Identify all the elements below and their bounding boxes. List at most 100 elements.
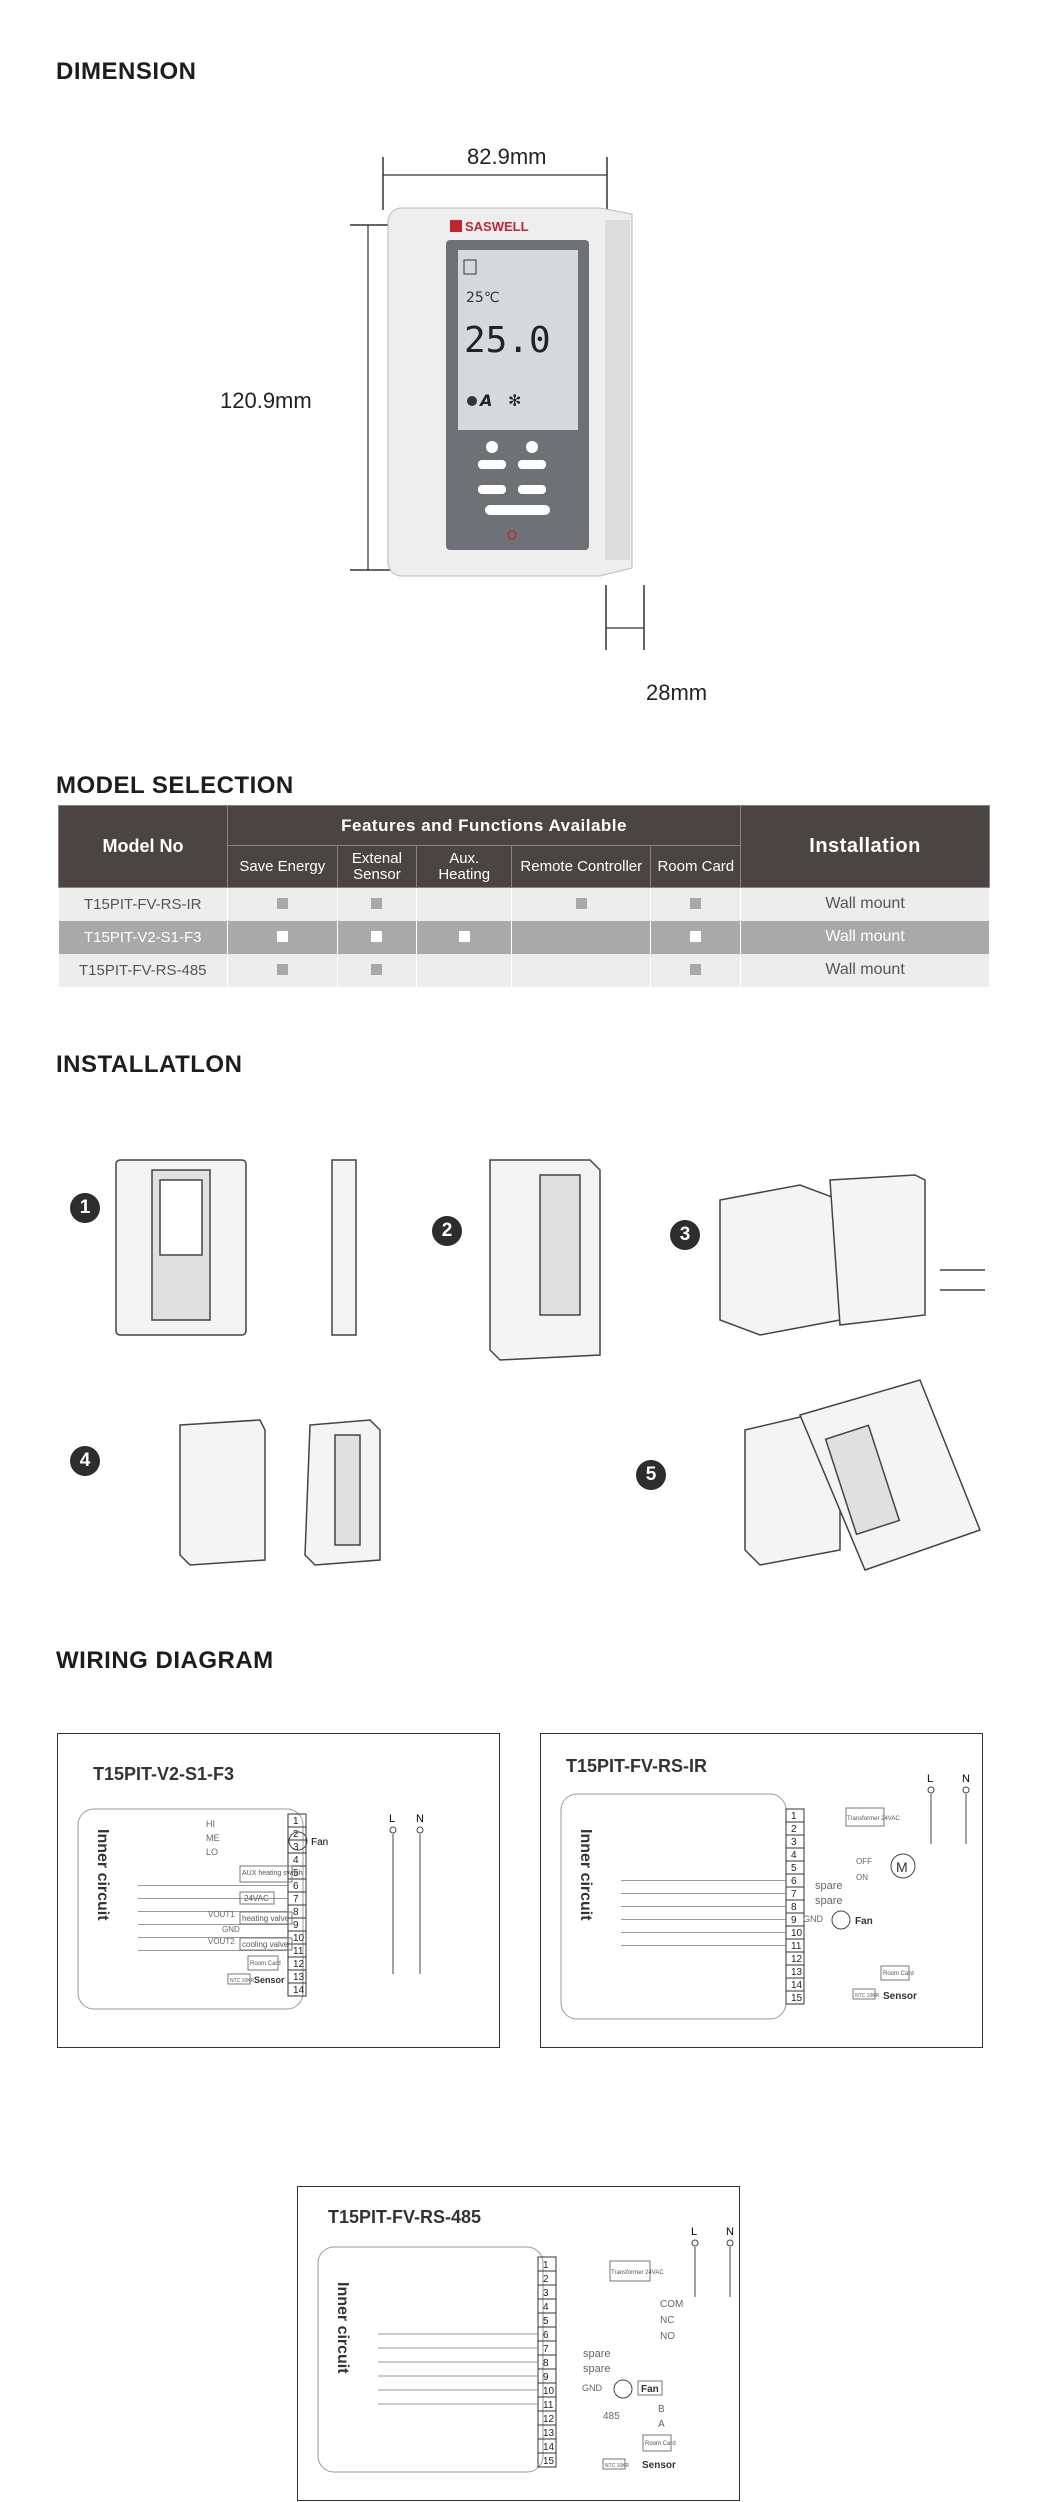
installation-illustrations bbox=[100, 1140, 1000, 1580]
terminal-number: 5 bbox=[543, 2316, 549, 2327]
terminal-number: 13 bbox=[543, 2428, 555, 2439]
svg-text:HI: HI bbox=[206, 1819, 215, 1829]
terminal-number: 6 bbox=[791, 1876, 797, 1887]
installation-cell: Wall mount bbox=[740, 953, 990, 987]
feature-cell bbox=[416, 953, 513, 987]
terminal-box bbox=[287, 1982, 307, 1997]
model-number-cell: T15PIT-V2-S1-F3 bbox=[58, 920, 228, 954]
svg-text:Room Card: Room Card bbox=[250, 1961, 281, 1967]
wiring-diagram-3-title: T15PIT-FV-RS-485 bbox=[328, 2207, 482, 2227]
feature-available-marker bbox=[276, 963, 288, 975]
svg-text:N: N bbox=[962, 1773, 970, 1785]
terminal-number: 7 bbox=[293, 1894, 299, 1905]
feature-available-marker bbox=[575, 897, 587, 909]
svg-text:Fan: Fan bbox=[311, 1837, 328, 1848]
width-dimension: 82.9mm bbox=[467, 144, 547, 169]
feature-available-marker bbox=[690, 897, 702, 909]
terminal-number: 10 bbox=[543, 2386, 555, 2397]
svg-text:cooling valve: cooling valve bbox=[242, 1940, 289, 1949]
feature-available-marker bbox=[371, 897, 383, 909]
svg-text:NO: NO bbox=[660, 2331, 675, 2342]
terminal-number: 2 bbox=[543, 2274, 549, 2285]
svg-text:A: A bbox=[658, 2419, 665, 2430]
section-title-installation: INSTALLATLON bbox=[56, 1051, 243, 1078]
feature-available-marker bbox=[371, 963, 383, 975]
svg-text:ME: ME bbox=[206, 1833, 220, 1843]
terminal-number: 14 bbox=[543, 2442, 555, 2453]
feature-available-marker bbox=[371, 930, 383, 942]
feature-cell bbox=[650, 887, 742, 921]
svg-text:spare: spare bbox=[815, 1880, 843, 1892]
svg-text:Fan: Fan bbox=[855, 1916, 873, 1927]
step-1-badge: 1 bbox=[70, 1193, 100, 1223]
feature-cell bbox=[337, 887, 418, 921]
terminal-number: 2 bbox=[293, 1829, 299, 1840]
terminal-number: 8 bbox=[791, 1902, 797, 1913]
svg-text:Room Card: Room Card bbox=[883, 1971, 914, 1977]
feature-col-room-card: Room Card bbox=[650, 845, 742, 888]
svg-text:Sensor: Sensor bbox=[883, 1991, 917, 2002]
installation-header: Installation bbox=[740, 805, 990, 888]
svg-text:N: N bbox=[416, 1813, 424, 1825]
svg-text:NTC 10KR: NTC 10KR bbox=[855, 1993, 880, 1999]
svg-text:24VAC: 24VAC bbox=[244, 1894, 269, 1903]
terminal-number: 8 bbox=[293, 1907, 299, 1918]
svg-text:ON: ON bbox=[856, 1873, 868, 1882]
terminal-number: 12 bbox=[543, 2414, 555, 2425]
feature-cell bbox=[227, 920, 338, 954]
svg-text:heating valve: heating valve bbox=[242, 1914, 290, 1923]
svg-text:LO: LO bbox=[206, 1847, 218, 1857]
terminal-number: 8 bbox=[543, 2358, 549, 2369]
terminal-number: 6 bbox=[293, 1881, 299, 1892]
height-dimension: 120.9mm bbox=[220, 388, 312, 413]
terminal-number: 11 bbox=[293, 1946, 304, 1957]
depth-dimension: 28mm bbox=[646, 680, 708, 705]
terminal-number: 15 bbox=[543, 2456, 555, 2467]
terminal-number: 4 bbox=[293, 1855, 299, 1866]
svg-text:GND: GND bbox=[582, 2383, 603, 2393]
terminal-number: 12 bbox=[293, 1959, 305, 1970]
feature-available-marker bbox=[690, 930, 702, 942]
feature-cell bbox=[416, 887, 513, 921]
terminal-box bbox=[537, 2452, 557, 2468]
terminal-number: 14 bbox=[293, 1985, 305, 1996]
terminal-box bbox=[785, 1990, 805, 2005]
terminal-number: 13 bbox=[293, 1972, 305, 1983]
section-title-wiring: WIRING DIAGRAM bbox=[56, 1647, 274, 1674]
feature-col-remote-controller: Remote Controller bbox=[511, 845, 652, 888]
step-4-badge: 4 bbox=[70, 1446, 100, 1476]
feature-col-save-energy: Save Energy bbox=[227, 845, 338, 888]
svg-text:B: B bbox=[658, 2404, 665, 2415]
model-selection-table: Model No Features and Functions Availabl… bbox=[58, 805, 990, 987]
feature-col-external-sensor: Extenal Sensor bbox=[336, 845, 418, 888]
terminal-number: 11 bbox=[543, 2400, 554, 2411]
terminal-number: 9 bbox=[543, 2372, 549, 2383]
svg-text:spare: spare bbox=[583, 2363, 611, 2375]
terminal-number: 9 bbox=[791, 1915, 797, 1926]
feature-col-aux-heating: Aux. Heating bbox=[416, 845, 513, 888]
feature-cell bbox=[227, 887, 338, 921]
svg-text:485: 485 bbox=[603, 2411, 620, 2422]
table-row: T15PIT-FV-RS-IR Wall mount bbox=[58, 887, 990, 921]
svg-text:Inner circuit: Inner circuit bbox=[334, 2282, 351, 2374]
feature-cell bbox=[511, 920, 652, 954]
terminal-number: 5 bbox=[293, 1868, 299, 1879]
terminal-number: 2 bbox=[791, 1824, 797, 1835]
svg-text:L: L bbox=[389, 1813, 395, 1825]
section-title-model-selection: MODEL SELECTION bbox=[56, 772, 294, 799]
model-number-cell: T15PIT-FV-RS-IR bbox=[58, 887, 228, 921]
terminal-number: 14 bbox=[791, 1980, 803, 1991]
terminal-number: 9 bbox=[293, 1920, 299, 1931]
terminal-number: 4 bbox=[791, 1850, 797, 1861]
terminal-number: 13 bbox=[791, 1967, 803, 1978]
feature-cell bbox=[227, 953, 338, 987]
installation-cell: Wall mount bbox=[740, 887, 990, 921]
feature-available-marker bbox=[276, 897, 288, 909]
svg-text:Sensor: Sensor bbox=[254, 1975, 285, 1985]
svg-text:Room Card: Room Card bbox=[645, 2441, 676, 2447]
svg-text:✻: ✻ bbox=[508, 391, 521, 410]
